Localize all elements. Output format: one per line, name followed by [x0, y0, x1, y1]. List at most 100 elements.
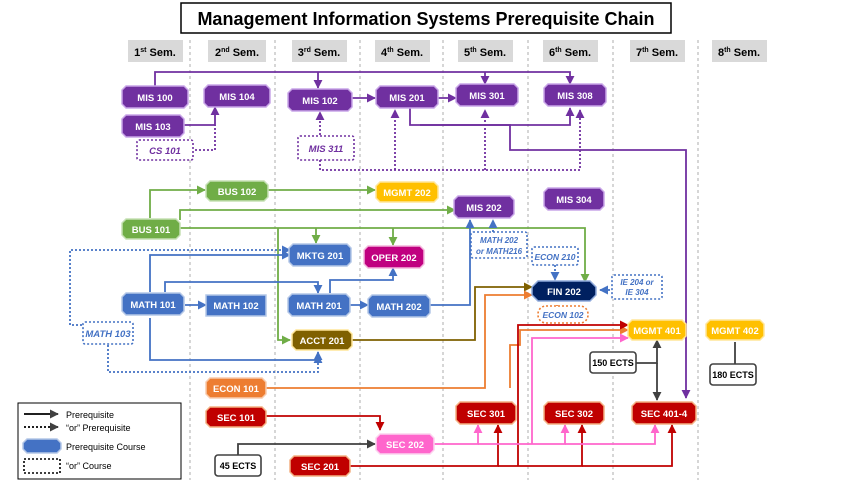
node-math101-label: MATH 101 [130, 300, 176, 311]
svg-text:6th Sem.: 6th Sem. [549, 47, 591, 59]
svg-text:3rd Sem.: 3rd Sem. [298, 47, 340, 59]
node-mktg201[interactable] [288, 243, 352, 267]
node-math103-label: MATH 103 [85, 329, 131, 340]
node-sec201-label: SEC 201 [301, 462, 340, 473]
node-bus102-label: BUS 102 [218, 187, 257, 198]
node-sec301-label: SEC 301 [467, 409, 506, 420]
edge-math202-mis202 [430, 219, 475, 306]
node-econ210[interactable] [531, 246, 579, 266]
node-ie204-or-ie304[interactable] [611, 274, 663, 300]
node-mis311-label: MIS 311 [309, 144, 344, 155]
node-mis201-label: MIS 201 [389, 93, 425, 104]
node-45-ects-label: 45 ECTS [220, 461, 257, 471]
semester-headers: 1st Sem. 2nd Sem. 3rd Sem. 4th Sem. 5th … [128, 40, 767, 62]
semester-header-8 [712, 40, 767, 62]
node-mis103[interactable] [121, 114, 185, 138]
node-fin202[interactable] [531, 280, 597, 302]
edge-sec201-sec4014 [582, 424, 677, 467]
node-mgmt401[interactable] [627, 319, 687, 341]
node-180-ects-label: 180 ECTS [712, 370, 754, 380]
node-bus101-label: BUS 101 [132, 225, 171, 236]
node-mis308-label: MIS 308 [557, 91, 592, 102]
edge-math101-math201 [164, 281, 323, 294]
svg-text:7th Sem.: 7th Sem. [636, 47, 678, 59]
node-mgmt402[interactable] [705, 319, 765, 341]
node-sec101[interactable] [205, 406, 267, 428]
edge-mis100-mis308 [154, 71, 575, 86]
semester-header-5 [458, 40, 513, 62]
node-mis301-label: MIS 301 [469, 91, 505, 102]
svg-text:5th Sem.: 5th Sem. [464, 47, 506, 59]
edge-sec201-sec302 [498, 424, 587, 467]
semester-header-1 [128, 40, 183, 62]
node-math201[interactable] [287, 293, 351, 317]
node-mgmt402-label: MGMT 402 [711, 326, 759, 337]
edge-sec202-sec301 [432, 424, 483, 445]
node-mgmt202[interactable] [375, 181, 439, 203]
node-mis301[interactable] [455, 83, 519, 107]
legend-or-prereq-label: “or” Prerequisite [66, 423, 131, 433]
node-math202[interactable] [367, 294, 431, 318]
node-mis202[interactable] [453, 195, 515, 219]
node-math103[interactable] [82, 321, 134, 345]
edge-bus101-acct201 [277, 228, 291, 345]
node-mis102[interactable] [287, 88, 353, 112]
node-mis308[interactable] [543, 83, 607, 107]
edge-econ101-fin202 [265, 290, 533, 389]
edge-sec202-sec302 [478, 424, 570, 445]
node-sec101-label: SEC 101 [217, 413, 256, 424]
node-bus102[interactable] [205, 180, 269, 202]
legend: Prerequisite “or” Prerequisite Prerequis… [17, 402, 182, 480]
node-acct201[interactable] [291, 329, 353, 351]
node-sec201[interactable] [289, 455, 351, 477]
node-mis104[interactable] [203, 84, 271, 108]
edge-mis103-mis104 [184, 106, 220, 126]
node-sec4014-label: SEC 401-4 [641, 409, 688, 420]
node-sec302-label: SEC 302 [555, 409, 593, 420]
edge-sec202-sec4014 [565, 424, 660, 445]
node-mis311[interactable] [297, 135, 355, 161]
node-math202-or-math216-line2: or MATH216 [476, 247, 523, 256]
node-sec202[interactable] [375, 433, 435, 455]
node-bus101[interactable] [121, 218, 181, 240]
node-ie204-line2: IE 304 [625, 288, 649, 297]
node-sec301[interactable] [455, 401, 517, 425]
node-econ102[interactable] [537, 305, 589, 324]
node-math202-or-math216-line1: MATH 202 [480, 236, 519, 245]
node-econ101-label: ECON 101 [213, 384, 260, 395]
edge-math201-oper202 [329, 267, 398, 293]
node-sec4014[interactable] [631, 401, 697, 425]
semester-header-6 [543, 40, 598, 62]
node-150-ects [589, 351, 637, 374]
course-nodes: MIS 100 MIS 104 MIS 102 MIS 201 MIS 301 … [82, 83, 765, 477]
node-mgmt202-label: MGMT 202 [383, 188, 431, 199]
node-math102[interactable] [205, 294, 267, 317]
node-math202-or-math216[interactable] [470, 231, 528, 259]
node-mis304-label: MIS 304 [556, 195, 592, 206]
node-45-ects [214, 454, 262, 477]
node-sec302[interactable] [543, 401, 605, 425]
node-mis304[interactable] [543, 187, 605, 211]
node-oper202-label: OPER 202 [371, 253, 416, 264]
node-acct201-label: ACCT 201 [300, 336, 346, 347]
node-mis201[interactable] [375, 85, 439, 109]
node-mktg201-label: MKTG 201 [297, 251, 344, 262]
svg-text:2nd Sem.: 2nd Sem. [215, 47, 259, 59]
node-mgmt401-label: MGMT 401 [633, 326, 681, 337]
node-mis202-label: MIS 202 [466, 203, 501, 214]
title-box [180, 2, 672, 34]
node-mis103-label: MIS 103 [135, 122, 170, 133]
edge-mis201-sec4014 [409, 108, 691, 399]
node-oper202[interactable] [363, 245, 425, 269]
node-math101[interactable] [121, 292, 185, 316]
edge-sec201-mgmt401 [517, 320, 629, 466]
semester-header-2 [208, 40, 266, 62]
legend-prereq-course-label: Prerequisite Course [66, 442, 146, 452]
semester-header-3 [292, 40, 347, 62]
legend-prereq-label: Prerequisite [66, 410, 114, 420]
node-econ101[interactable] [205, 377, 267, 399]
node-mis100[interactable] [121, 85, 189, 109]
node-cs101[interactable] [136, 139, 194, 161]
node-econ210-label: ECON 210 [534, 252, 575, 262]
